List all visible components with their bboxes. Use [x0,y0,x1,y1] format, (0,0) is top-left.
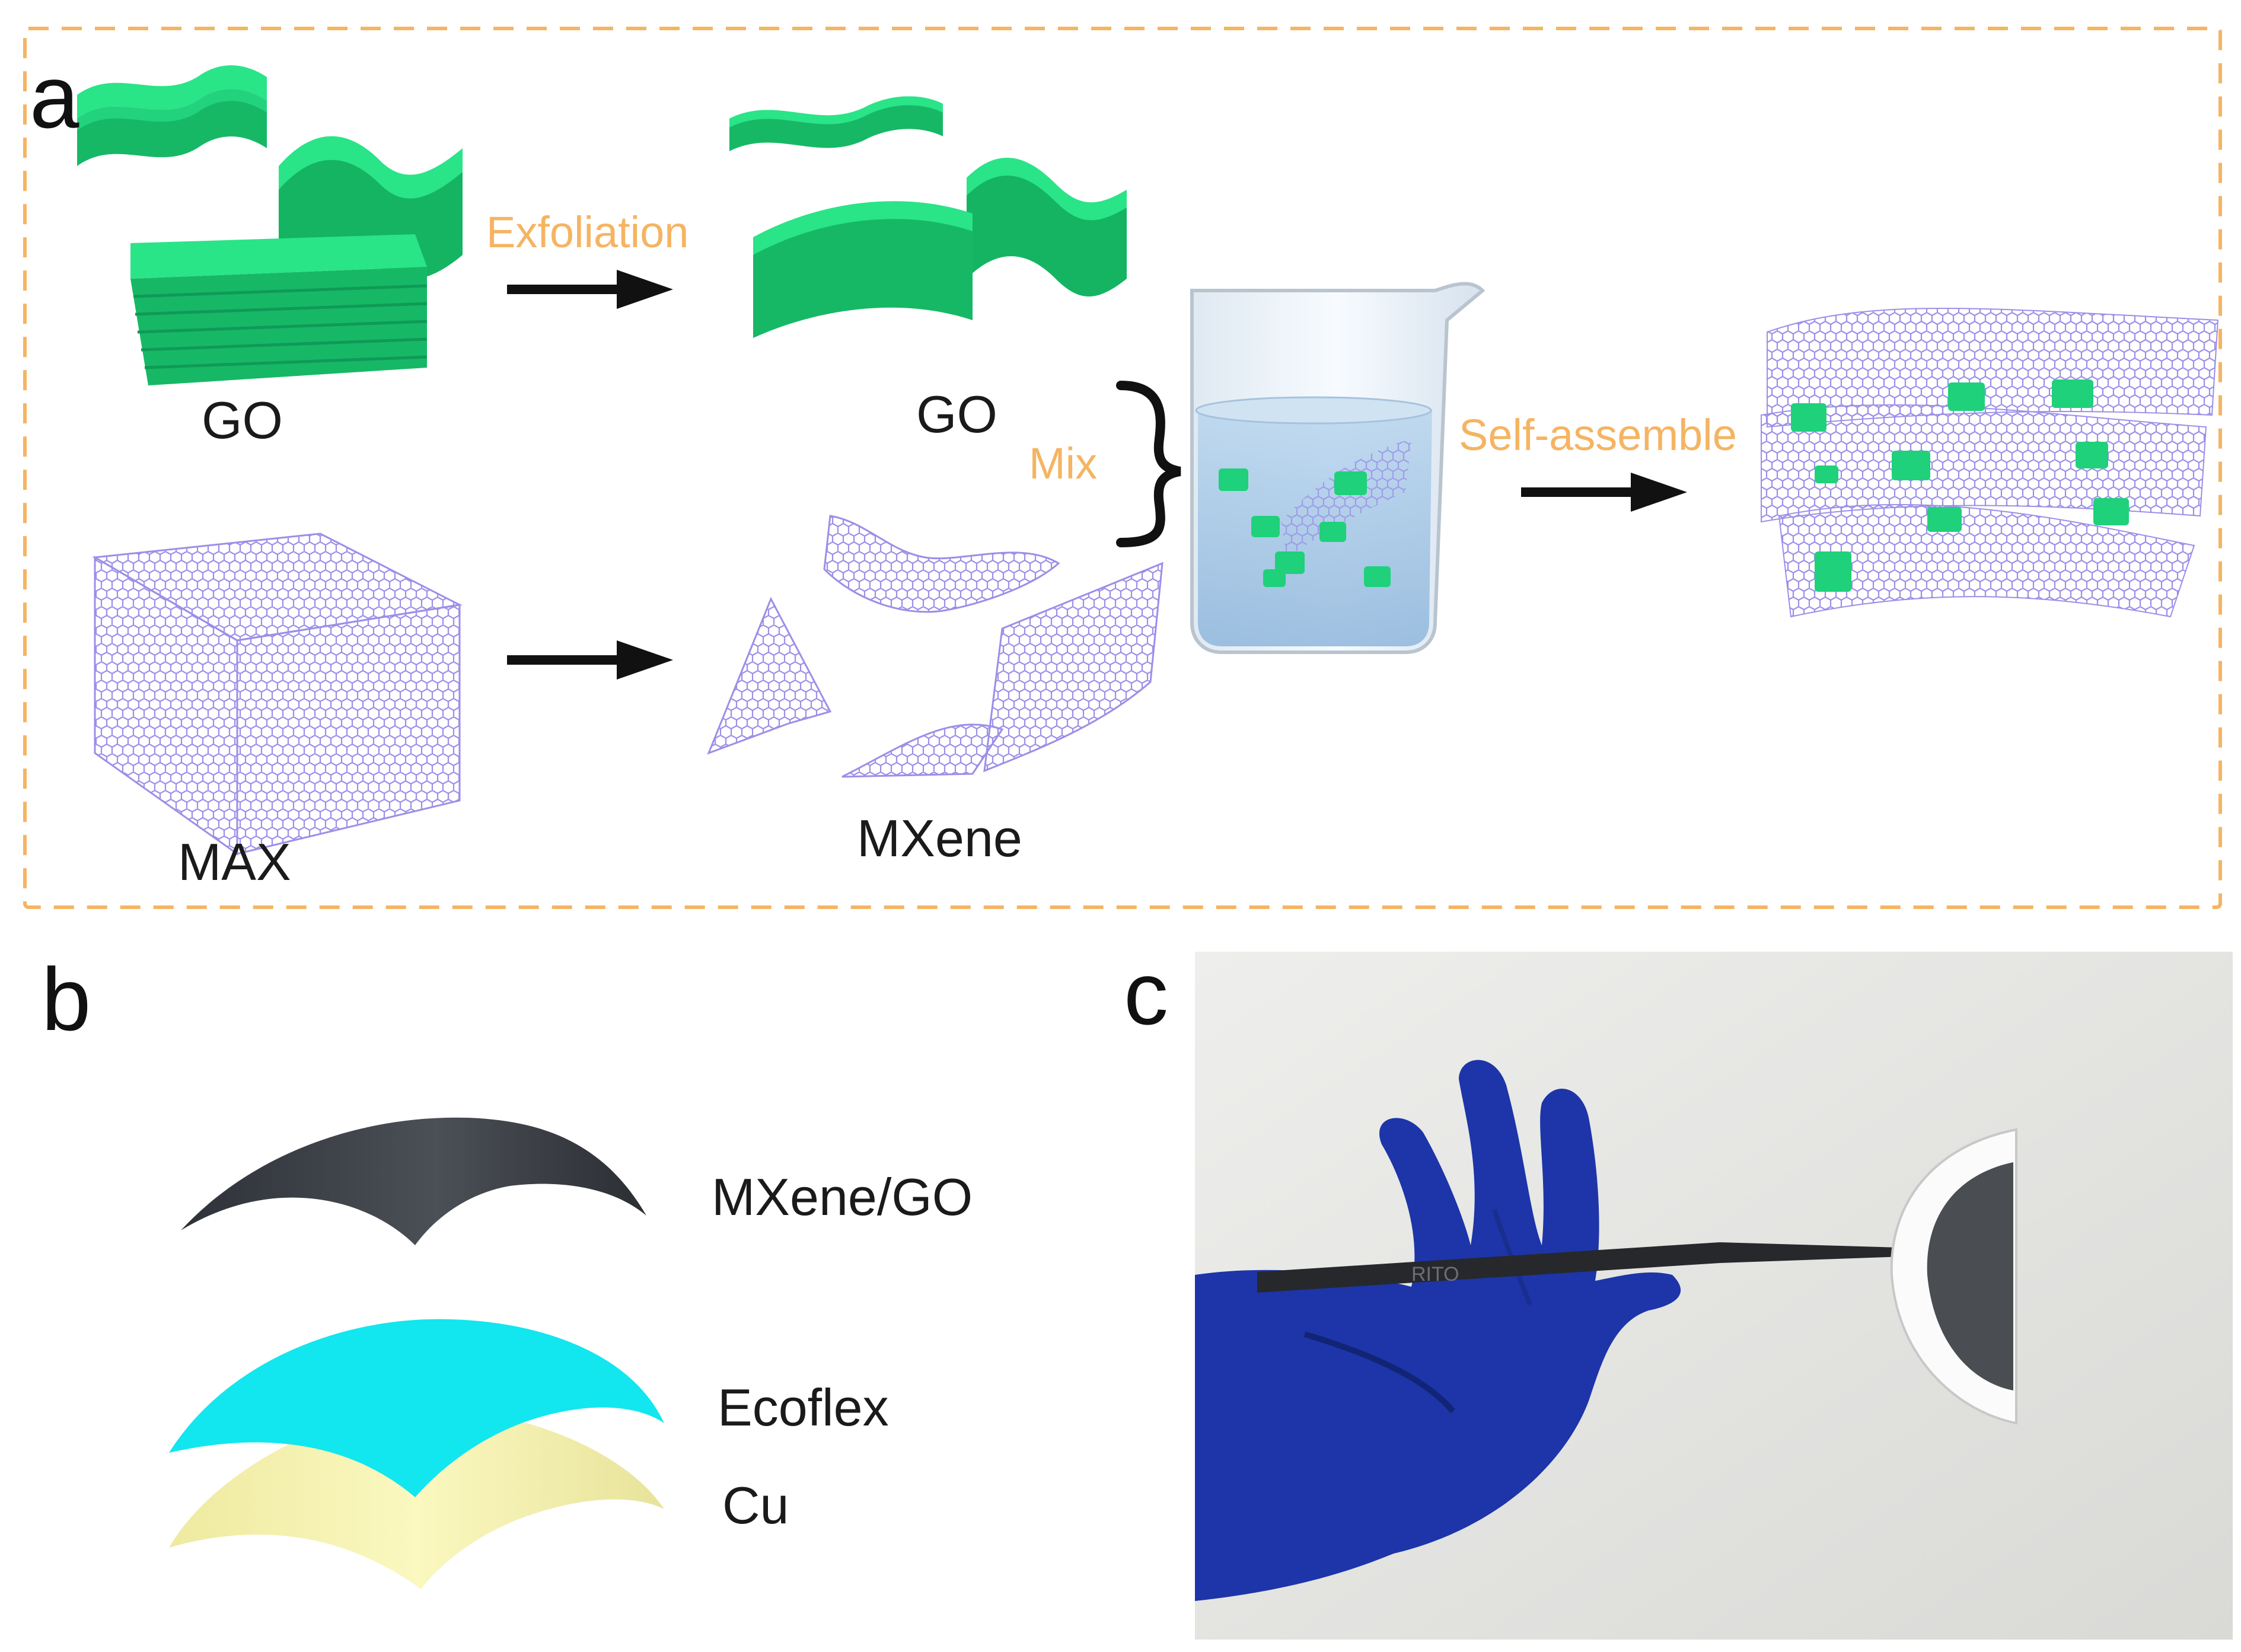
ecoflex-layer [169,1319,664,1497]
label-go-left: GO [202,391,283,449]
panel-a-frame [23,27,2222,909]
panel-b-layers [169,1117,664,1589]
panel-c-photo: RITO [1195,952,2233,1640]
label-cu: Cu [722,1476,789,1535]
label-mix: Mix [1029,439,1098,488]
mxene-sheets [707,515,1163,778]
label-ecoflex: Ecoflex [718,1378,889,1437]
label-max: MAX [178,833,291,891]
self-assemble-arrow [1521,473,1687,512]
tweezer [1257,1242,1921,1293]
go-exfoliated [729,96,1127,338]
tweezer-text: RITO [1411,1263,1459,1286]
mix-brace [1116,381,1181,547]
exfoliation-arrow [507,270,673,309]
cu-layer [169,1408,664,1589]
label-exfoliation: Exfoliation [486,208,689,257]
beaker [1190,282,1486,654]
max-to-mxene-arrow [507,640,673,680]
label-self-assemble: Self-assemble [1459,410,1737,460]
sensor-active-area [1927,1162,2013,1391]
glove [1195,1060,1681,1601]
go-stack-left [77,65,463,385]
panel-letter-c: c [1124,943,1168,1043]
label-mxene-go: MXene/GO [712,1168,973,1226]
assembled-composite [1761,308,2219,618]
panel-letter-b: b [42,949,91,1049]
panel-letter-a: a [30,47,79,146]
label-mxene: MXene [857,809,1022,868]
mxene-go-layer [181,1117,646,1245]
label-go-right: GO [916,385,997,444]
max-cube [92,532,463,856]
